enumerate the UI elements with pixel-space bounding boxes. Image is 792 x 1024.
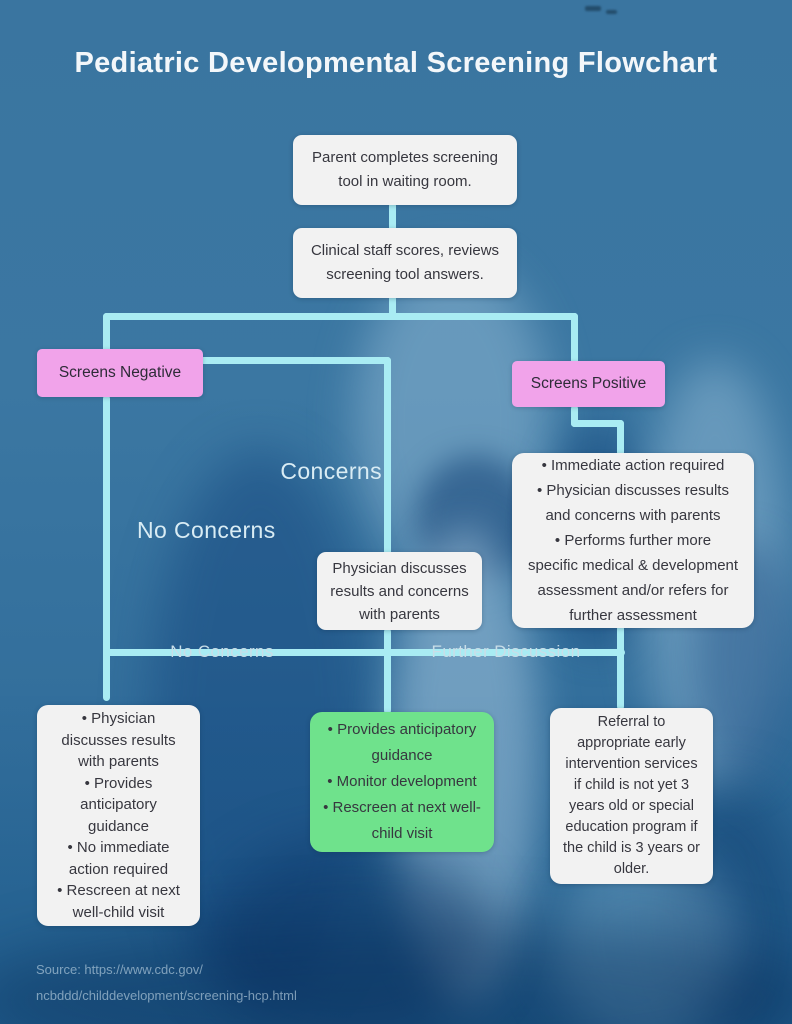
- connector-positive-elbow-v1: [571, 405, 578, 427]
- connector-negative-rail: [103, 395, 110, 701]
- flow-box-positive-actions: • Immediate action required • Physician …: [512, 453, 754, 628]
- flow-box-screens-negative: Screens Negative: [37, 349, 203, 397]
- label-further-discussion: Further Discussion: [431, 642, 581, 661]
- photo-ceiling-mark: [585, 6, 601, 11]
- photo-ceiling-mark: [606, 10, 617, 14]
- connector-split-horizontal: [103, 313, 578, 320]
- photo-floor-shadow: [0, 920, 792, 1024]
- connector-outcome-crossbar: [103, 649, 625, 656]
- flow-box-parent-screening: Parent completes screening tool in waiti…: [293, 135, 517, 205]
- connector-concerns-horizontal: [200, 357, 391, 364]
- connector-split-right-drop: [571, 313, 578, 365]
- label-no-concerns: No Concerns: [137, 517, 276, 543]
- connector-concerns-drop: [384, 357, 391, 555]
- connector-positive-elbow-h: [571, 420, 624, 427]
- flow-box-physician-discusses: Physician discusses results and concerns…: [317, 552, 482, 630]
- connector-clinical-down: [389, 295, 396, 317]
- connector-positive-elbow-v2: [617, 420, 624, 456]
- flow-box-screens-positive: Screens Positive: [512, 361, 665, 407]
- label-concerns: Concerns: [280, 458, 382, 484]
- label-no-concerns-branch: No Concerns: [170, 642, 274, 661]
- flow-box-monitor-development: • Provides anticipatory guidance • Monit…: [310, 712, 494, 852]
- connector-parent-to-clinical: [389, 202, 396, 232]
- connector-referral-rail: [617, 625, 624, 710]
- flow-box-referral: Referral to appropriate early interventi…: [550, 708, 713, 884]
- connector-split-left-drop: [103, 313, 110, 353]
- connector-physician-down: [384, 628, 391, 714]
- page-title: Pediatric Developmental Screening Flowch…: [74, 47, 718, 79]
- photo-legs-dark: [210, 840, 490, 1024]
- flow-box-no-concerns-outcome: • Physician discusses results with paren…: [37, 705, 200, 926]
- flow-box-clinical-scoring: Clinical staff scores, reviews screening…: [293, 228, 517, 298]
- source-citation: Source: https://www.cdc.gov/ ncbddd/chil…: [36, 962, 297, 1003]
